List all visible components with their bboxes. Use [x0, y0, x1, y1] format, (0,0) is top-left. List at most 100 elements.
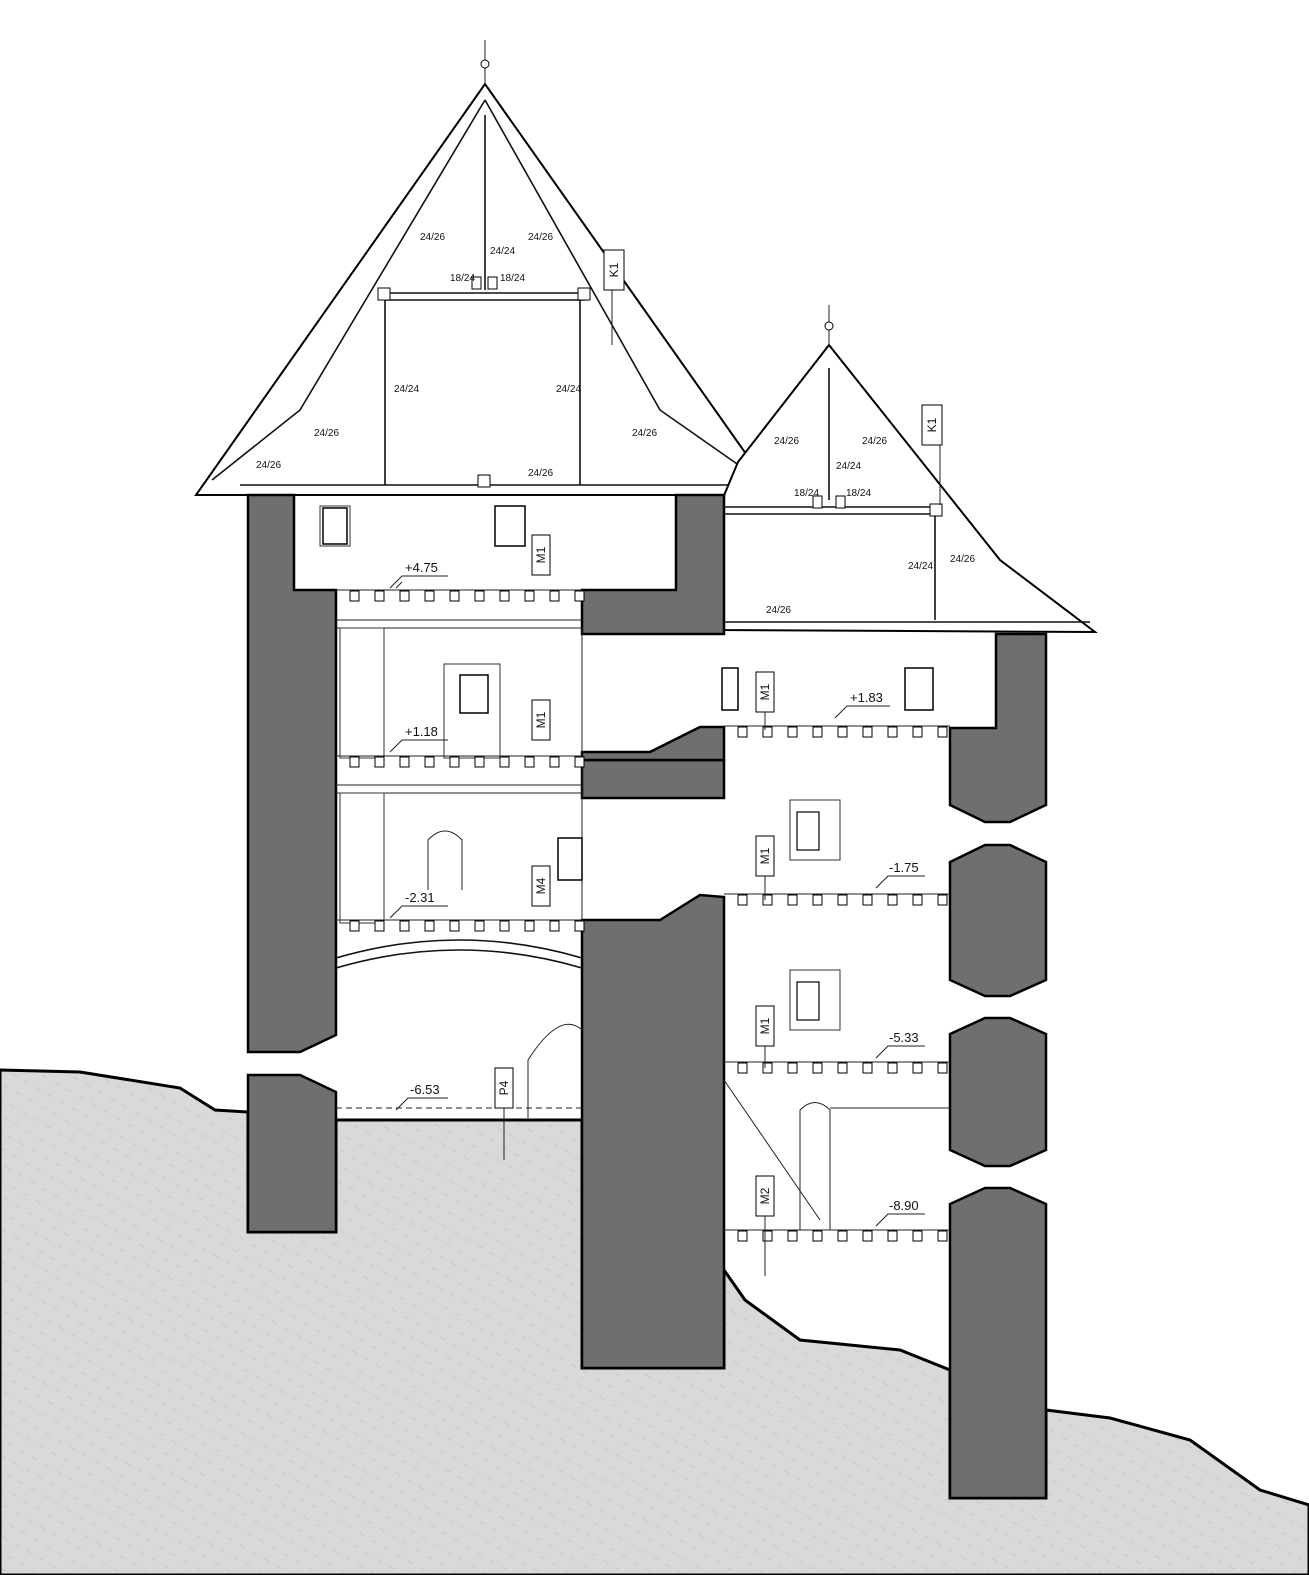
label-left-tiebeam: 24/26 [528, 468, 553, 479]
tag-left-roof: K1 [607, 262, 621, 277]
svg-text:+1.18: +1.18 [405, 724, 438, 739]
joist [862, 1062, 873, 1074]
svg-text:-2.31: -2.31 [405, 890, 435, 905]
joist [349, 920, 360, 932]
level-left-mid: +1.18 [389, 724, 448, 753]
joist [812, 726, 823, 738]
joist [549, 920, 560, 932]
level-left-top: +4.75 [389, 560, 448, 589]
label-left-collar-r: 18/24 [500, 273, 525, 284]
joist [762, 894, 773, 906]
joist [374, 920, 385, 932]
joist [787, 1230, 798, 1242]
left-tower-interior [319, 505, 583, 1122]
joist [499, 590, 510, 602]
joist [912, 726, 923, 738]
joist [837, 894, 848, 906]
tag-left-floor-top: M1 [534, 546, 548, 563]
joist [574, 756, 585, 768]
label-right-collar-r: 18/24 [846, 488, 871, 499]
joist [524, 590, 535, 602]
label-left-rafter-ul: 24/26 [420, 232, 445, 243]
tag-right-floor-bottom: M2 [758, 1187, 772, 1204]
joist [474, 590, 485, 602]
joist [474, 920, 485, 932]
joist [787, 726, 798, 738]
joist [574, 920, 585, 932]
right-tower-walls [948, 632, 1048, 1500]
label-right-collar-l: 18/24 [794, 488, 819, 499]
label-left-eave: 24/26 [256, 460, 281, 471]
level-right-third: -5.33 [875, 1030, 925, 1059]
right-tower-roof [719, 305, 1098, 634]
label-left-post-r: 24/24 [556, 384, 581, 395]
element-tags: K1 K1 M1 M1 M4 P4 M1 M1 M1 M2 [494, 262, 939, 1276]
label-left-rafter-ur: 24/26 [528, 232, 553, 243]
label-left-kingpost: 24/24 [490, 246, 515, 257]
level-left-base: -6.53 [336, 1082, 582, 1111]
label-right-rafter-r: 24/26 [862, 436, 887, 447]
joist [424, 590, 435, 602]
joist [887, 894, 898, 906]
label-right-rafter-lower: 24/26 [950, 554, 975, 565]
label-right-tiebeam: 24/26 [766, 605, 791, 616]
joist [399, 920, 410, 932]
label-left-collar-l: 18/24 [450, 273, 475, 284]
joist [737, 1230, 748, 1242]
joist [449, 756, 460, 768]
tag-left-floor-low: M4 [534, 877, 548, 894]
joist [449, 590, 460, 602]
label-right-post: 24/24 [908, 561, 933, 572]
level-right-top: +1.83 [834, 690, 890, 719]
tag-right-floor-top: M1 [758, 683, 772, 700]
joist [524, 920, 535, 932]
tag-right-roof: K1 [925, 417, 939, 432]
label-right-rafter-l: 24/26 [774, 436, 799, 447]
joist [937, 894, 948, 906]
joist [374, 590, 385, 602]
tag-right-floor-third: M1 [758, 1017, 772, 1034]
joist [812, 1230, 823, 1242]
joist [399, 590, 410, 602]
joist [499, 756, 510, 768]
svg-text:-8.90: -8.90 [889, 1198, 919, 1213]
joist [862, 894, 873, 906]
joist [887, 1230, 898, 1242]
joist [762, 1230, 773, 1242]
joist [424, 920, 435, 932]
label-left-rafter-lr: 24/26 [632, 428, 657, 439]
label-right-kingpost: 24/24 [836, 461, 861, 472]
svg-text:+4.75: +4.75 [405, 560, 438, 575]
svg-text:-5.33: -5.33 [889, 1030, 919, 1045]
joist [837, 1062, 848, 1074]
tag-left-base: P4 [497, 1080, 511, 1095]
joist [549, 590, 560, 602]
tag-left-floor-mid: M1 [534, 711, 548, 728]
joist [349, 756, 360, 768]
joist [474, 756, 485, 768]
joist [862, 1230, 873, 1242]
joist [762, 1062, 773, 1074]
joist [887, 1062, 898, 1074]
svg-text:-6.53: -6.53 [410, 1082, 440, 1097]
joist [912, 894, 923, 906]
joist [812, 894, 823, 906]
joist [837, 1230, 848, 1242]
joist [524, 756, 535, 768]
joist [574, 590, 585, 602]
tag-right-floor-second: M1 [758, 847, 772, 864]
joist [787, 894, 798, 906]
joist [887, 726, 898, 738]
svg-text:+1.83: +1.83 [850, 690, 883, 705]
joist [912, 1230, 923, 1242]
joist [737, 1062, 748, 1074]
joist [912, 1062, 923, 1074]
joist [549, 756, 560, 768]
label-left-post-l: 24/24 [394, 384, 419, 395]
timber-labels: 24/26 24/26 24/24 18/24 18/24 24/24 24/2… [256, 232, 975, 616]
joist [499, 920, 510, 932]
joist [449, 920, 460, 932]
level-markers: +4.75 +1.18 -2.31 -6.53 +1.83 -1.75 -5.3… [336, 560, 925, 1227]
left-tower-walls [246, 493, 726, 1370]
